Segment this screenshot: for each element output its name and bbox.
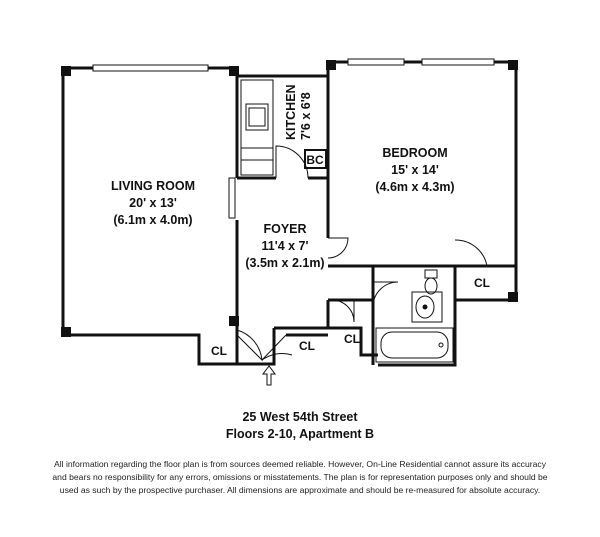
disclaimer-line: used as such by the prospective purchase… — [59, 485, 541, 495]
disclaimer-line: and bears no responsibility for any erro… — [52, 472, 548, 482]
address-street: 25 West 54th Street — [242, 410, 358, 424]
vanity-sink-icon — [411, 291, 443, 323]
living-room-dims-ft: 20' x 13' — [129, 196, 177, 210]
column-icon — [61, 60, 518, 337]
bedroom-name: BEDROOM — [382, 146, 447, 160]
closet-label: CL — [211, 344, 227, 358]
disclaimer: All information regarding the floor plan… — [14, 458, 586, 497]
floor-plan: LIVING ROOM 20' x 13' (6.1m x 4.0m) KITC… — [61, 58, 518, 386]
living-room-dims-m: (6.1m x 4.0m) — [113, 213, 192, 227]
bathtub-icon — [375, 327, 454, 363]
window-icon — [92, 58, 495, 219]
bedroom-dims-m: (4.6m x 4.3m) — [375, 180, 454, 194]
foyer-name: FOYER — [263, 222, 306, 236]
kitchen-appliances — [241, 147, 273, 161]
living-room-name: LIVING ROOM — [111, 179, 195, 193]
door-swing-icon — [236, 145, 488, 362]
sink-icon — [240, 79, 274, 176]
closet-label: CL — [344, 332, 360, 346]
foyer-dims-ft: 11'4 x 7' — [262, 239, 309, 253]
disclaimer-line: All information regarding the floor plan… — [54, 459, 546, 469]
kitchen-name: KITCHEN — [284, 84, 298, 140]
closet-label: CL — [299, 339, 315, 353]
broom-closet-label: BC — [306, 153, 324, 167]
entrance-arrow-icon — [262, 365, 276, 386]
address-unit: Floors 2-10, Apartment B — [225, 427, 375, 441]
closet-label: CL — [474, 276, 490, 290]
broom-closet-outline — [304, 149, 327, 169]
bedroom-dims-ft: 15' x 14' — [391, 163, 439, 177]
kitchen-dims-ft: 7'6 x 6'8 — [299, 92, 313, 140]
toilet-icon — [424, 269, 438, 295]
foyer-dims-m: (3.5m x 2.1m) — [245, 256, 324, 270]
